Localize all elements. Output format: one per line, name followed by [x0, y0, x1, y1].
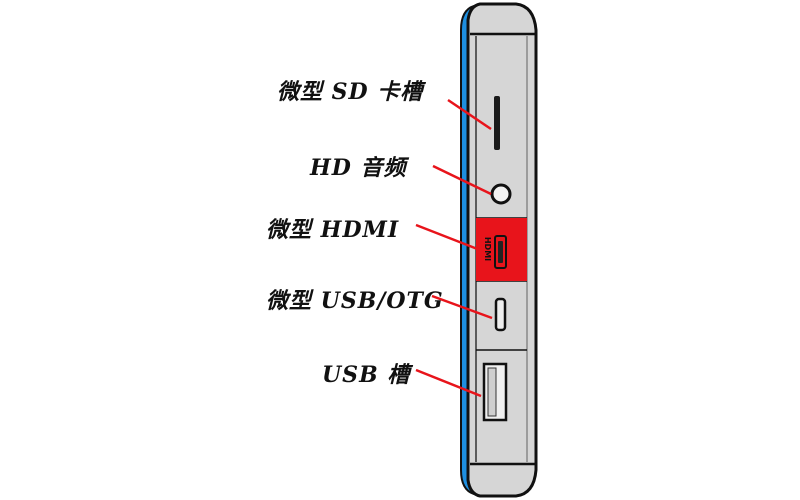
label-micro-usb-otg: 微型 USB/OTG: [266, 288, 444, 314]
label-micro-sd: 微型 SD 卡槽: [277, 79, 424, 105]
usb-slot-inner: [487, 367, 497, 417]
micro-hdmi-port-inner: [498, 241, 503, 263]
audio-jack: [490, 183, 512, 205]
label-micro-hdmi: 微型 HDMI: [266, 217, 400, 243]
label-hd-audio: HD 音频: [310, 155, 407, 181]
leader-line-hd-audio: [432, 164, 492, 196]
leader-line-micro-sd: [447, 98, 492, 131]
leader-line-micro-hdmi: [415, 223, 481, 252]
micro-sd-slot: [494, 96, 500, 150]
hdmi-port-text: HDMI: [483, 237, 492, 261]
leader-line-usb-slot: [415, 368, 482, 398]
leader-line-micro-usb: [431, 294, 493, 320]
label-usb-slot: USB 槽: [322, 362, 411, 388]
micro-usb-port: [494, 297, 507, 332]
